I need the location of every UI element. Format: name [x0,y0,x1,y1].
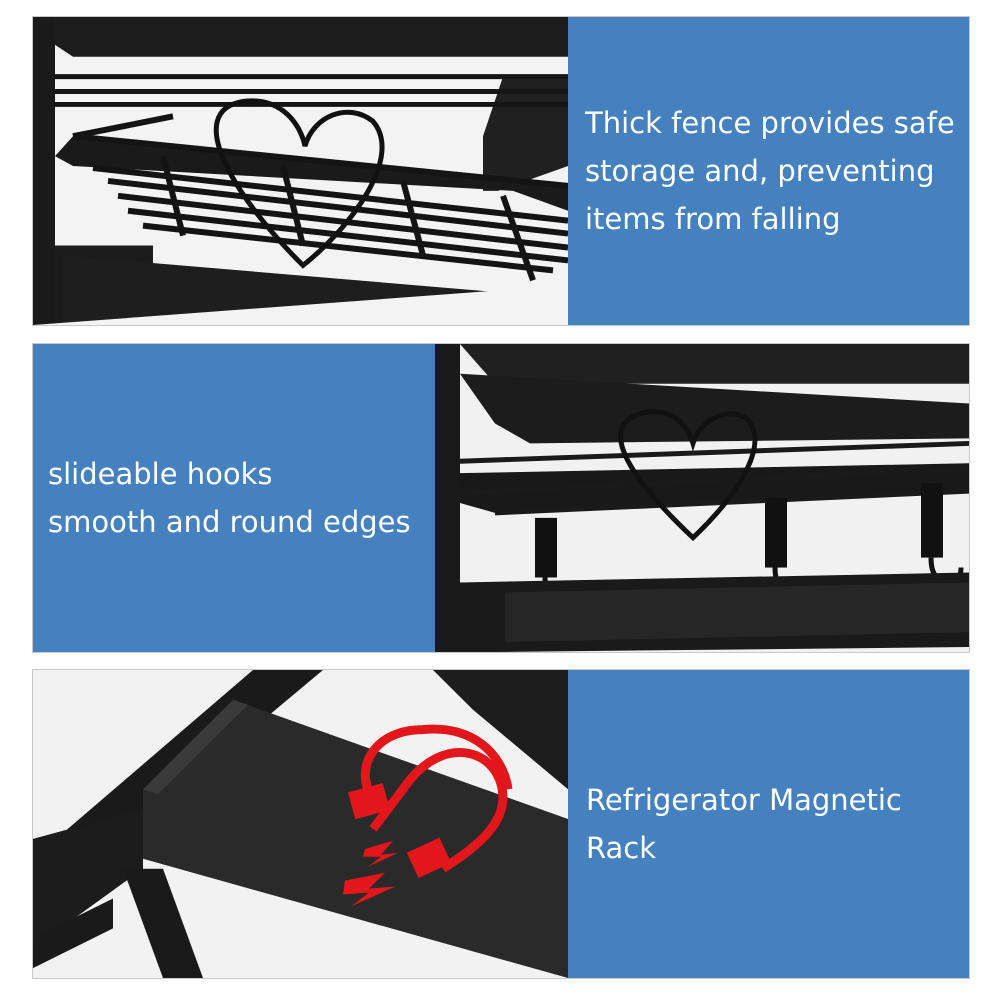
caption-line: items from falling [585,202,841,236]
hooks-photo [435,344,969,652]
magnet-icon [347,724,513,878]
caption-line: storage and, preventing [585,154,935,188]
caption-magnetic: Refrigerator Magnetic Rack [568,670,969,978]
caption-line: Thick fence provides safe [585,106,955,140]
lightning-icon [343,872,395,907]
heart-fence-icon [618,409,758,542]
caption-line: smooth and round edges [48,505,411,539]
caption-hooks: slideable hooks smooth and round edges [33,344,435,652]
feature-panel-fence: Thick fence provides safe storage and, p… [32,16,970,326]
feature-panel-magnetic: Refrigerator Magnetic Rack [32,669,970,979]
fence-photo [33,17,568,325]
feature-panel-hooks: slideable hooks smooth and round edges [32,343,970,653]
magnetic-photo [33,670,568,978]
caption-line: Refrigerator Magnetic [586,783,902,817]
caption-line: Rack [586,831,657,865]
caption-fence: Thick fence provides safe storage and, p… [568,17,969,325]
caption-line: slideable hooks [48,457,273,491]
heart-fence-icon [213,98,385,269]
lightning-icon [363,840,398,867]
